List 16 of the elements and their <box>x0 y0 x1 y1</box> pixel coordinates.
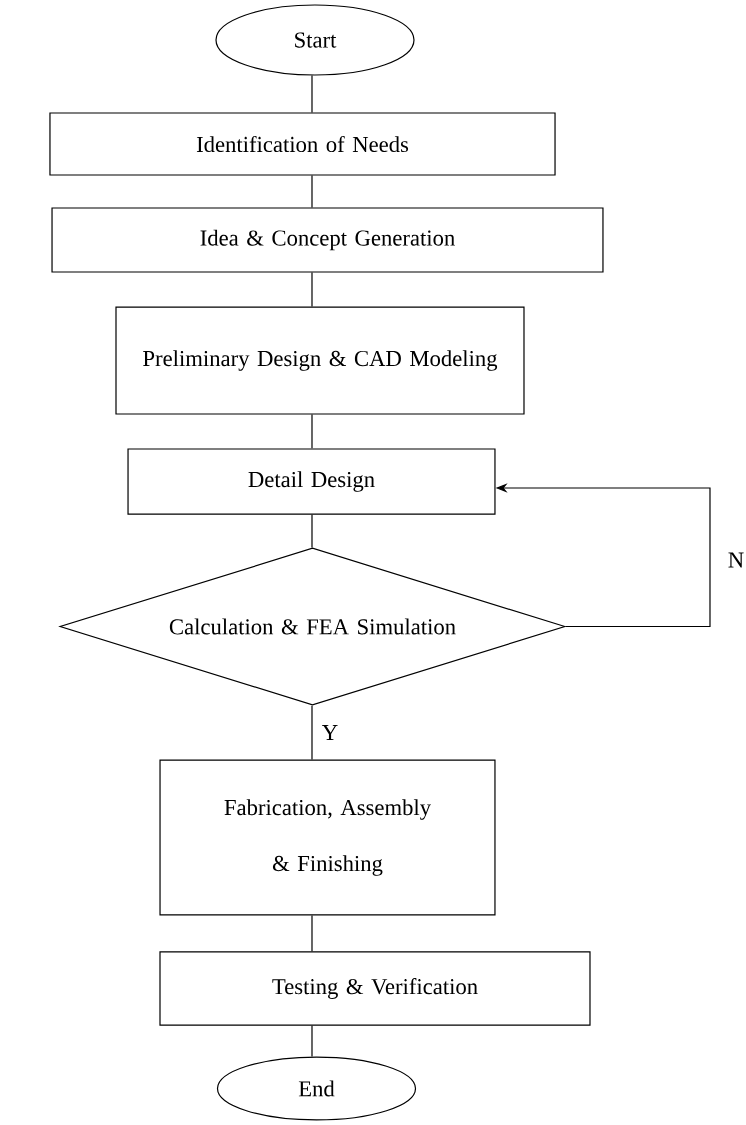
connector <box>311 413 313 449</box>
process-box: Testing & Verification <box>159 951 591 1026</box>
connector <box>311 75 313 113</box>
process-box: Preliminary Design & CAD Modeling <box>115 306 525 415</box>
connector <box>311 705 313 761</box>
connector <box>311 175 313 208</box>
connector <box>311 514 313 548</box>
connector <box>311 914 313 952</box>
process-box: Idea & Concept Generation <box>51 207 604 273</box>
connector <box>311 272 313 308</box>
connector <box>311 1025 313 1058</box>
edge-label: Y <box>320 723 340 742</box>
process-box: Fabrication, Assembly & Finishing <box>159 759 496 916</box>
edge-label: N <box>726 551 746 569</box>
process-box: Detail Design <box>127 448 496 515</box>
process-box: Identification of Needs <box>49 112 556 176</box>
